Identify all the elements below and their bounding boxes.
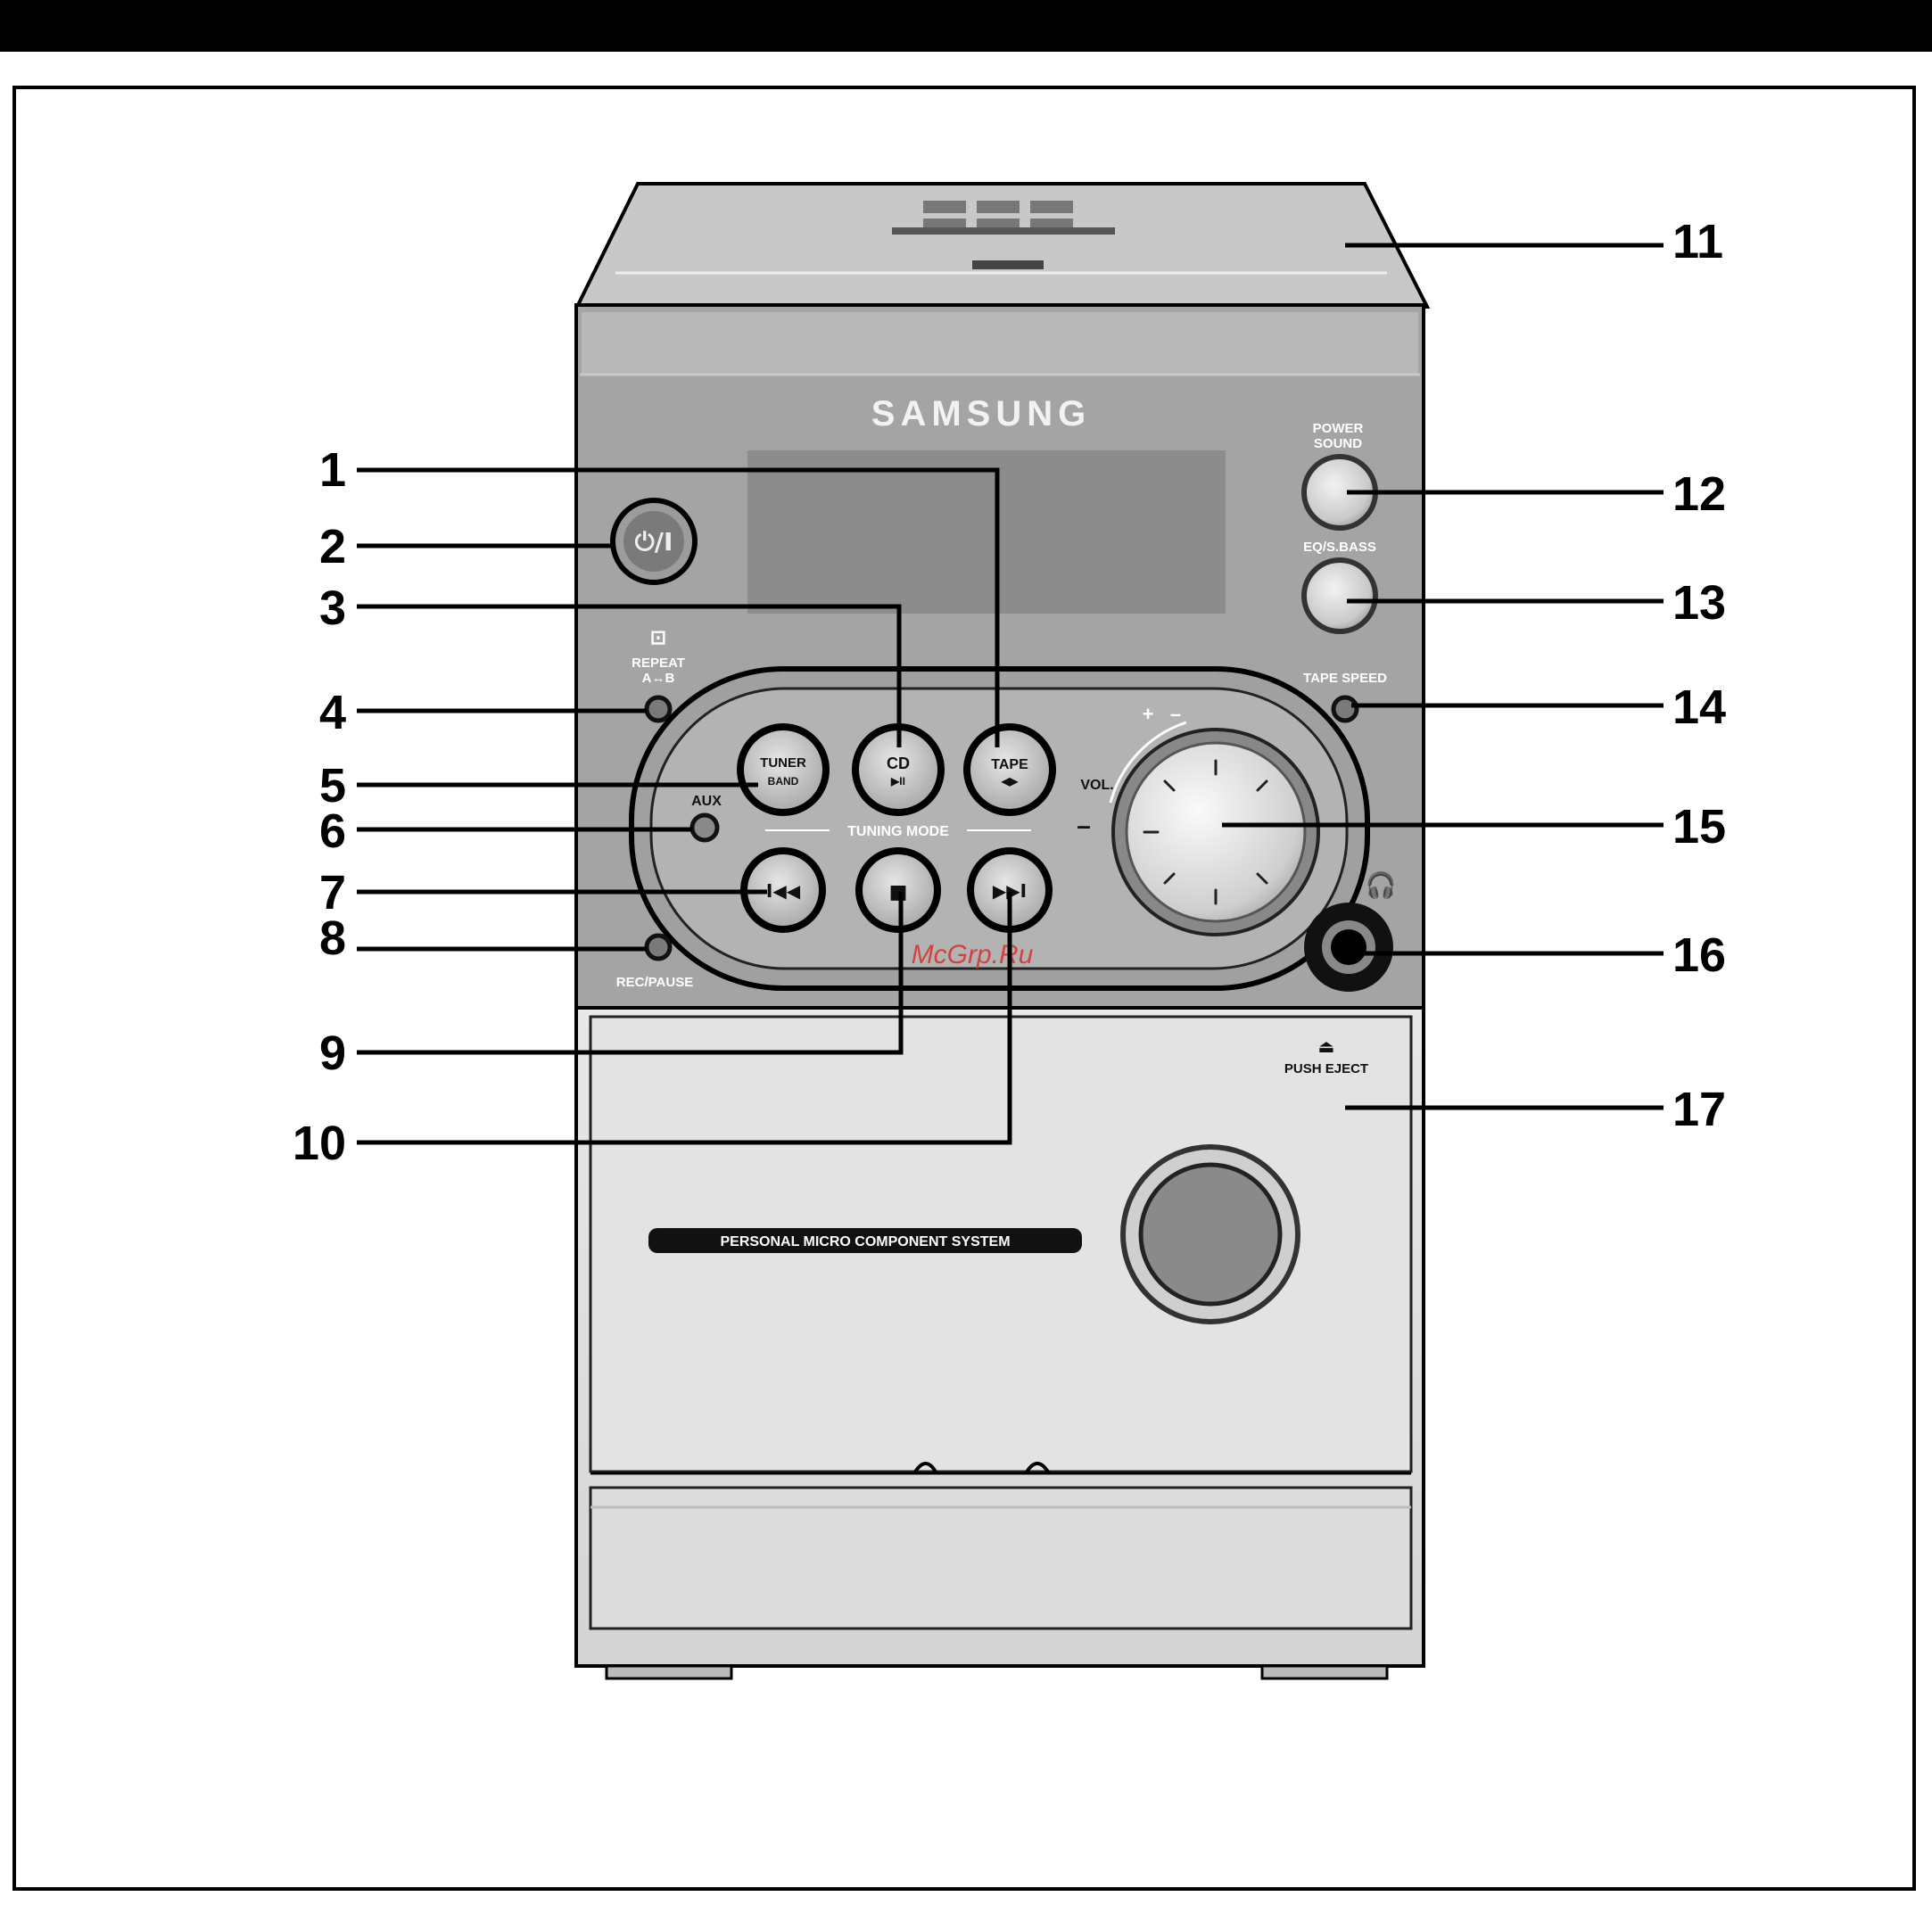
lid-slot-3 (1030, 201, 1073, 213)
system-name-label: PERSONAL MICRO COMPONENT SYSTEM (720, 1234, 1010, 1249)
vol-minus-side: – (1077, 812, 1091, 839)
cd-label: CD (887, 755, 910, 772)
vol-label: VOL. (1080, 778, 1113, 793)
vol-minus: – (1170, 703, 1181, 725)
power-sound-label-1: POWER (1313, 421, 1364, 436)
lid-slot-4 (923, 219, 966, 227)
eq-sbass-knob[interactable] (1304, 560, 1375, 631)
callout-17: 17 (1672, 1083, 1726, 1136)
cd-play-pause-icon: ▶II (890, 775, 905, 788)
callout-10: 10 (293, 1117, 346, 1170)
callout-15: 15 (1672, 800, 1726, 854)
lid-slot-2 (977, 201, 1020, 213)
tape-direction-icon: ◀▶ (1001, 775, 1019, 788)
aux-button[interactable] (692, 815, 717, 840)
headphone-jack[interactable] (1331, 929, 1366, 965)
cd-window (1141, 1165, 1280, 1304)
callout-3: 3 (319, 581, 346, 635)
watermark-text: McGrp.Ru (912, 940, 1034, 969)
repeat-label-1: REPEAT (632, 656, 685, 671)
callout-8: 8 (319, 911, 346, 965)
callout-9: 9 (319, 1027, 346, 1080)
lid-slot-5 (977, 219, 1020, 227)
foot-right (1262, 1666, 1387, 1678)
display-window (747, 450, 1226, 614)
callout-16: 16 (1672, 928, 1726, 982)
bottom-drawer (590, 1488, 1411, 1629)
callout-1: 1 (319, 443, 346, 497)
tape-speed-label: TAPE SPEED (1303, 671, 1387, 686)
vol-plus: + (1143, 703, 1154, 725)
rec-pause-label: REC/PAUSE (616, 975, 693, 990)
eq-sbass-label: EQ/S.BASS (1303, 540, 1376, 555)
tape-speed-button[interactable] (1333, 697, 1357, 721)
prev-icon: I◀◀ (766, 880, 801, 902)
repeat-icon: ⊡ (650, 626, 666, 648)
tape-label: TAPE (991, 757, 1028, 772)
lid-slot-1 (923, 201, 966, 213)
foot-left (607, 1666, 731, 1678)
lid-slot-6 (1030, 219, 1073, 227)
callout-2: 2 (319, 520, 346, 573)
power-sound-label-2: SOUND (1314, 436, 1362, 451)
control-body-highlight (582, 312, 1418, 375)
stop-icon: ■ (889, 881, 908, 903)
rec-pause-button[interactable] (647, 936, 670, 959)
power-icon: ⏻/I (635, 527, 673, 557)
push-eject-label: PUSH EJECT (1284, 1061, 1368, 1076)
tuner-label: TUNER (760, 755, 806, 771)
band-label: BAND (768, 775, 799, 788)
callout-13: 13 (1672, 576, 1726, 630)
callout-14: 14 (1672, 680, 1726, 734)
tuning-mode-label: TUNING MODE (847, 824, 949, 839)
callout-4: 4 (319, 686, 346, 739)
eject-icon: ⏏ (1318, 1035, 1335, 1057)
headphones-icon: 🎧 (1366, 870, 1397, 900)
brand-logo: SAMSUNG (871, 394, 1091, 433)
lid-strip (892, 227, 1115, 235)
callout-6: 6 (319, 804, 346, 858)
callout-11: 11 (1672, 215, 1723, 268)
lid-tab (972, 260, 1044, 269)
repeat-button[interactable] (647, 697, 670, 721)
callout-12: 12 (1672, 467, 1726, 521)
aux-label: AUX (691, 794, 722, 809)
repeat-label-2: A↔B (642, 671, 675, 686)
